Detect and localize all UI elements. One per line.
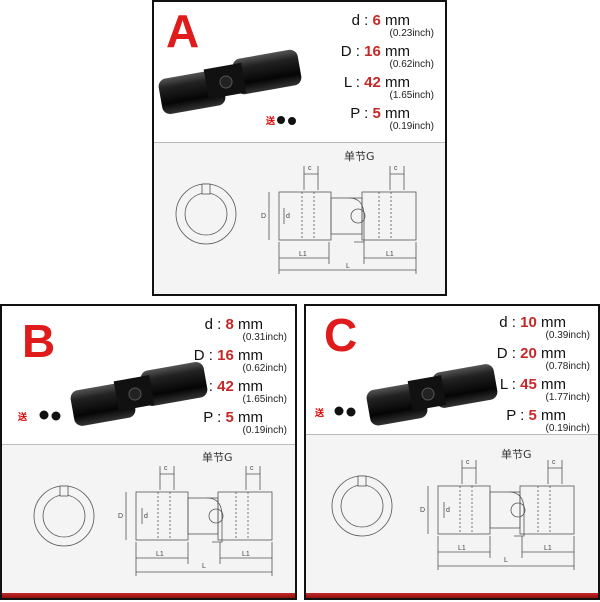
coupling-photo [39,361,208,426]
dim-l: L [504,557,508,564]
dim-d: d [446,507,450,514]
spec-bore-d: d : 6 mm (0.23inch) [351,12,434,39]
dim-c-right: c [250,465,254,472]
diagram-title: 单节G [202,451,233,464]
dim-c-left: c [164,465,168,472]
coupling-photo [158,49,302,125]
diagram-title: 单节G [344,150,375,163]
dim-d: d [286,213,290,220]
gift-label: 送 [266,116,276,126]
dim-l1-left: L1 [299,251,307,258]
divider [306,434,598,435]
spec-length-L: L : 42 mm (1.65inch) [343,74,434,101]
bottom-accent-bar [2,593,295,598]
drawing-area [154,143,445,294]
dim-D: D [261,213,266,220]
dim-c-right: c [394,165,398,172]
dim-l: L [346,263,350,270]
variant-letter: C [324,309,358,361]
dim-d: d [144,513,148,520]
spec-list: d : 6 mm (0.23inch) D : 16 mm (0.62inch)… [314,12,444,136]
dim-l1-left: L1 [156,551,164,558]
spec-outer-D: D : 20 mm (0.78inch) [496,345,590,372]
technical-drawing: c c D d L1 L1 L [331,459,575,570]
dim-l1-right: L1 [386,251,394,258]
spec-screw-P: P : 5 mm (0.19inch) [350,105,434,132]
dim-c-right: c [552,459,556,466]
spec-bore-d: d : 10 mm (0.39inch) [499,314,590,341]
gift-label: 送 [315,408,325,418]
diagram-title: 单节G [501,448,532,461]
dim-l1-left: L1 [458,545,466,552]
dim-l1-right: L1 [242,551,250,558]
dim-c-left: c [308,165,312,172]
coupling-photo [334,364,498,426]
dim-l1-right: L1 [544,545,552,552]
technical-drawing: c c D d L1 L1 L [175,165,417,274]
bottom-accent-bar [306,593,598,598]
dim-c-left: c [466,459,470,466]
spec-bore-d: d : 8 mm (0.31inch) [204,316,287,343]
dim-D: D [420,507,425,514]
gift-label: 送 [18,412,28,422]
dim-D: D [118,513,123,520]
spec-screw-P: P : 5 mm (0.19inch) [506,407,590,434]
spec-outer-D: D : 16 mm (0.62inch) [193,347,287,374]
product-panel-b: B d : 8 mm (0.31inch) D : 16 mm (0.62inc… [0,304,297,600]
spec-outer-D: D : 16 mm (0.62inch) [340,43,434,70]
dim-l: L [202,563,206,570]
product-panel-c: C d : 10 mm (0.39inch) D : 20 mm (0.78in… [304,304,600,600]
drawing-area [306,435,598,598]
variant-letter: A [166,5,200,57]
variant-letter: B [22,315,56,367]
product-panel-a: A d : 6 mm (0.23inch) D : 16 mm (0.62inc… [152,0,447,296]
divider [2,444,295,445]
divider [154,142,445,143]
technical-drawing: c c D d L1 L1 L [33,465,273,576]
spec-length-L: L : 45 mm (1.77inch) [499,376,590,403]
spec-screw-P: P : 5 mm (0.19inch) [203,409,287,436]
spec-list: d : 10 mm (0.39inch) D : 20 mm (0.78inch… [470,314,600,438]
